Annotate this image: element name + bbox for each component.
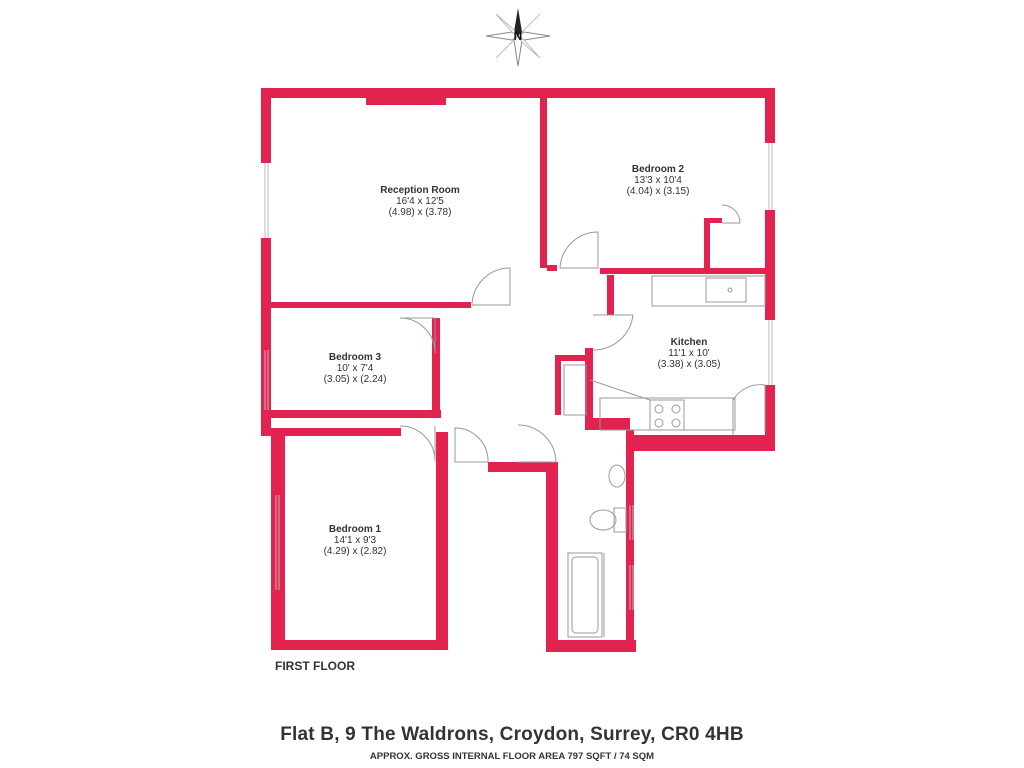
walls bbox=[261, 88, 775, 652]
room-label-reception: Reception Room 16'4 x 12'5 (4.98) x (3.7… bbox=[355, 185, 485, 218]
floor-area-note: APPROX. GROSS INTERNAL FLOOR AREA 797 SQ… bbox=[369, 751, 655, 762]
compass-letter: N bbox=[514, 29, 523, 43]
room-metric: (3.05) x (2.24) bbox=[323, 374, 387, 385]
room-label-bedroom-2: Bedroom 2 13'3 x 10'4 (4.04) x (3.15) bbox=[593, 164, 723, 197]
room-label-bedroom-1: Bedroom 1 14'1 x 9'3 (4.29) x (2.82) bbox=[290, 524, 420, 557]
kitchen-fixtures bbox=[589, 275, 766, 435]
room-metric: (4.04) x (3.15) bbox=[626, 186, 690, 197]
room-metric: (4.98) x (3.78) bbox=[388, 207, 452, 218]
room-name: Bedroom 1 bbox=[328, 524, 382, 535]
room-imperial: 14'1 x 9'3 bbox=[333, 535, 377, 546]
bathroom-fixtures bbox=[563, 364, 627, 638]
room-imperial: 10' x 7'4 bbox=[336, 363, 374, 374]
room-name: Bedroom 2 bbox=[631, 164, 685, 175]
room-imperial: 16'4 x 12'5 bbox=[396, 196, 444, 207]
windows bbox=[264, 143, 773, 610]
room-label-kitchen: Kitchen 11'1 x 10' (3.38) x (3.05) bbox=[624, 337, 754, 370]
room-name: Bedroom 3 bbox=[328, 352, 382, 363]
room-metric: (4.29) x (2.82) bbox=[323, 546, 387, 557]
floor-label: FIRST FLOOR bbox=[275, 659, 355, 673]
room-metric: (3.38) x (3.05) bbox=[657, 359, 721, 370]
room-imperial: 13'3 x 10'4 bbox=[634, 175, 682, 186]
room-label-bedroom-3: Bedroom 3 10' x 7'4 (3.05) x (2.24) bbox=[290, 352, 420, 385]
room-name: Reception Room bbox=[380, 185, 460, 196]
property-address: Flat B, 9 The Waldrons, Croydon, Surrey,… bbox=[280, 724, 744, 745]
compass-icon: N bbox=[485, 8, 551, 67]
room-name: Kitchen bbox=[670, 337, 708, 348]
room-imperial: 11'1 x 10' bbox=[668, 348, 710, 359]
door-swings bbox=[399, 204, 766, 463]
